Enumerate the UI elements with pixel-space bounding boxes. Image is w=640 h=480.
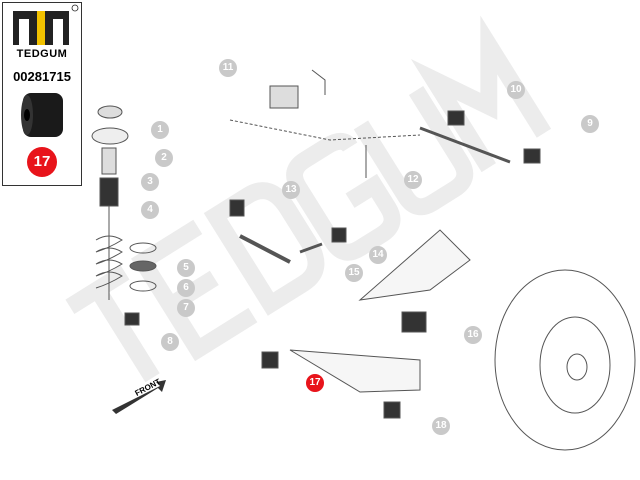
selected-callout-badge: 17 <box>27 147 57 177</box>
callout-14[interactable]: 14 <box>369 246 387 264</box>
callout-7[interactable]: 7 <box>177 299 195 317</box>
callout-17-selected[interactable]: 17 <box>306 374 324 392</box>
callout-5[interactable]: 5 <box>177 259 195 277</box>
callout-4[interactable]: 4 <box>141 201 159 219</box>
callout-6[interactable]: 6 <box>177 279 195 297</box>
callout-10[interactable]: 10 <box>507 81 525 99</box>
callout-15[interactable]: 15 <box>345 264 363 282</box>
callout-11[interactable]: 11 <box>219 59 237 77</box>
callout-9[interactable]: 9 <box>581 115 599 133</box>
tedgum-logo <box>13 4 79 45</box>
brand-name: TEDGUM <box>16 48 68 60</box>
callout-3[interactable]: 3 <box>141 173 159 191</box>
part-number: 00281715 <box>13 69 71 84</box>
callout-13[interactable]: 13 <box>282 181 300 199</box>
callout-8[interactable]: 8 <box>161 333 179 351</box>
front-arrow-icon <box>112 380 166 414</box>
callout-18[interactable]: 18 <box>432 417 450 435</box>
callout-1[interactable]: 1 <box>151 121 169 139</box>
part-info-card: TEDGUM 00281715 17 <box>2 2 82 186</box>
callout-12[interactable]: 12 <box>404 171 422 189</box>
bushing-image <box>21 93 63 137</box>
callout-16[interactable]: 16 <box>464 326 482 344</box>
callout-2[interactable]: 2 <box>155 149 173 167</box>
